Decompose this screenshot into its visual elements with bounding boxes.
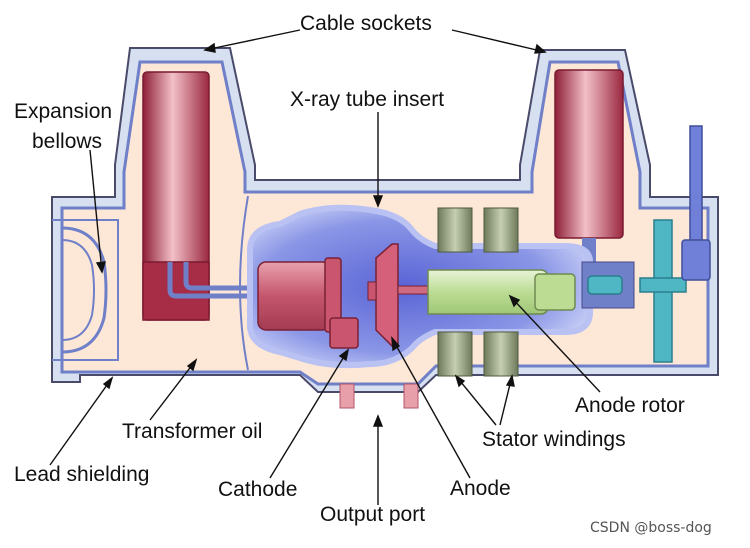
label-transformer-oil: Transformer oil xyxy=(122,420,263,443)
label-lead-shielding: Lead shielding xyxy=(14,463,150,486)
anode-rotor xyxy=(427,269,549,315)
cathode-assembly xyxy=(257,261,331,331)
label-anode-rotor: Anode rotor xyxy=(575,394,685,417)
label-cathode: Cathode xyxy=(218,478,298,501)
output-port xyxy=(339,383,355,409)
label-anode: Anode xyxy=(450,477,511,500)
rotor-shaft xyxy=(587,275,623,295)
stator-winding-1 xyxy=(437,207,473,253)
label-output-port: Output port xyxy=(320,503,426,526)
stator-winding-2 xyxy=(483,207,519,253)
expansion-bellows xyxy=(61,226,108,354)
label-expansion-bellows-line2: bellows xyxy=(32,130,103,153)
watermark: CSDN @boss-dog xyxy=(590,520,712,536)
label-xray-tube-insert: X-ray tube insert xyxy=(290,88,445,111)
label-stator-windings: Stator windings xyxy=(482,428,626,451)
stator-winding-3 xyxy=(437,331,473,377)
anode-disk xyxy=(375,243,399,347)
stator-winding-4 xyxy=(483,331,519,377)
label-expansion-bellows-line1: Expansion xyxy=(14,100,113,123)
right-cable-socket xyxy=(554,69,624,239)
label-cable-sockets: Cable sockets xyxy=(300,12,432,35)
